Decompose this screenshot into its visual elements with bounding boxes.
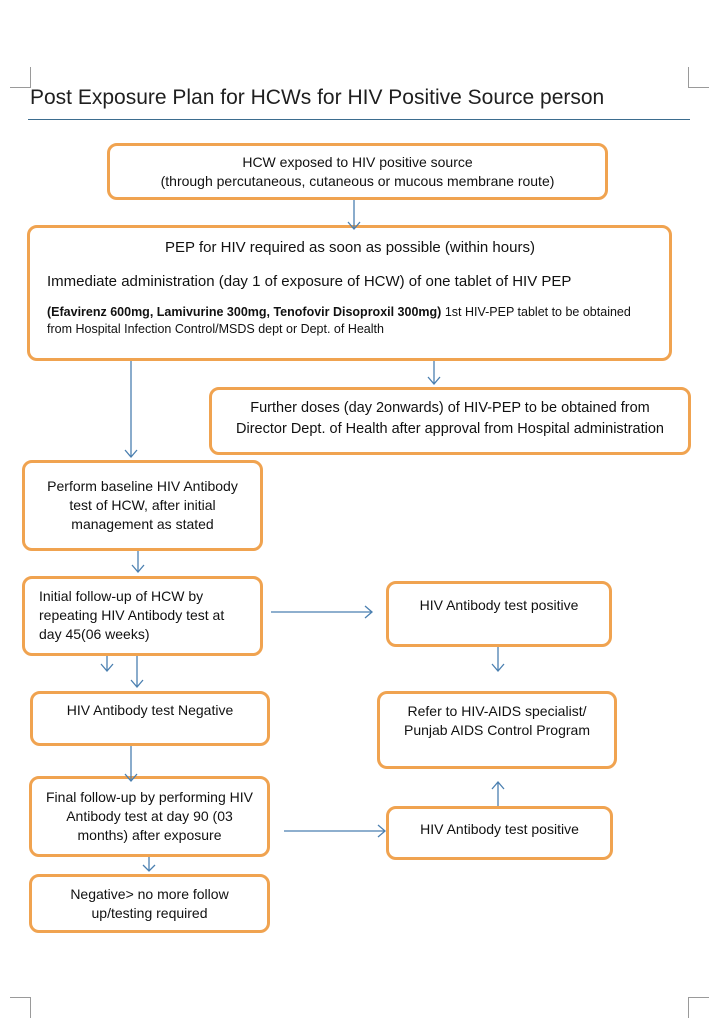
arrowhead-initial-to-negative-a: [100, 663, 114, 672]
node-initial-followup: Initial follow-up of HCW by repeating HI…: [22, 576, 263, 656]
node-pep-drugs: (Efavirenz 600mg, Lamivurine 300mg, Teno…: [47, 305, 442, 319]
node-positive-day45-text: HIV Antibody test positive: [419, 596, 579, 613]
arrowhead-final-to-positive: [377, 824, 386, 838]
page-corner-mark-bottom-right: [688, 997, 709, 1018]
arrowhead-baseline-to-initial: [131, 564, 145, 573]
node-baseline-test-text: Perform baseline HIV Antibody test of HC…: [47, 478, 238, 532]
node-pep-title: PEP for HIV required as soon as possible…: [165, 239, 535, 256]
page-corner-mark-bottom-left: [10, 997, 31, 1018]
node-further-doses-text: Further doses (day 2onwards) of HIV-PEP …: [236, 400, 664, 437]
node-final-followup-text: Final follow-up by performing HIV Antibo…: [46, 789, 253, 843]
node-pep-required: PEP for HIV required as soon as possible…: [27, 225, 672, 361]
arrowhead-final-to-end: [142, 864, 156, 872]
node-no-more-followup: Negative> no more follow up/testing requ…: [29, 874, 270, 933]
node-negative-day45: HIV Antibody test Negative: [30, 691, 270, 746]
arrowhead-initial-to-positive: [364, 605, 373, 619]
title-underline: [28, 119, 690, 120]
page-title: Post Exposure Plan for HCWs for HIV Posi…: [30, 86, 605, 109]
node-positive-day45: HIV Antibody test positive: [386, 581, 612, 647]
node-pep-source: 1st HIV-PEP tablet to be obtained from H…: [47, 305, 631, 336]
node-baseline-test: Perform baseline HIV Antibody test of HC…: [22, 460, 263, 551]
node-initial-followup-text: Initial follow-up of HCW by repeating HI…: [39, 588, 225, 642]
arrowhead-initial-to-negative-b: [130, 679, 144, 688]
arrowhead-pep-to-further: [427, 376, 441, 385]
arrowhead-exposed-to-pep: [347, 221, 361, 230]
node-refer-specialist-text: Refer to HIV-AIDS specialist/ Punjab AID…: [404, 703, 590, 738]
arrowhead-positive-to-refer: [491, 663, 505, 672]
node-no-more-followup-text: Negative> no more follow up/testing requ…: [70, 885, 229, 921]
node-hcw-exposed-line1: HCW exposed to HIV positive source: [242, 153, 473, 170]
arrowhead-positive-to-refer-up: [491, 781, 505, 790]
arrowhead-pep-to-baseline: [124, 449, 138, 458]
node-pep-administration: Immediate administration (day 1 of expos…: [47, 273, 572, 290]
arrowhead-negative-to-final: [124, 773, 138, 782]
node-negative-day45-text: HIV Antibody test Negative: [66, 702, 234, 718]
node-refer-specialist: Refer to HIV-AIDS specialist/ Punjab AID…: [377, 691, 617, 769]
node-positive-day90: HIV Antibody test positive: [386, 806, 613, 860]
node-final-followup: Final follow-up by performing HIV Antibo…: [29, 776, 270, 857]
page-corner-mark-top-right: [688, 67, 709, 88]
node-positive-day90-text: HIV Antibody test positive: [420, 820, 579, 837]
node-hcw-exposed-line2: (through percutaneous, cutaneous or muco…: [160, 172, 555, 189]
node-pep-details: (Efavirenz 600mg, Lamivurine 300mg, Teno…: [47, 304, 653, 338]
node-hcw-exposed: HCW exposed to HIV positive source (thro…: [107, 143, 608, 200]
node-further-doses: Further doses (day 2onwards) of HIV-PEP …: [209, 387, 691, 455]
page-corner-mark-top-left: [10, 67, 31, 88]
